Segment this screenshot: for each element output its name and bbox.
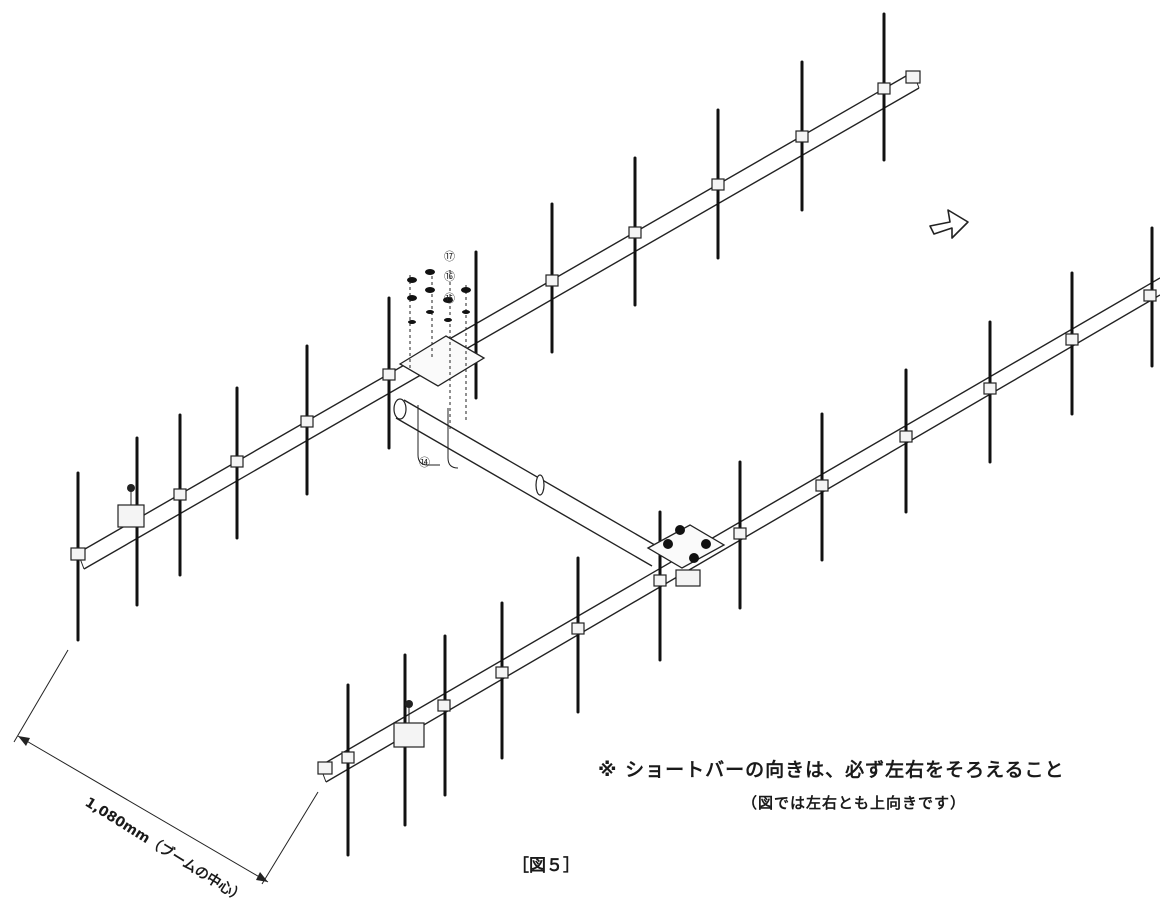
lower-short-bar xyxy=(393,700,425,748)
upper-mount-plate xyxy=(398,270,486,469)
note-main: ※ ショートバーの向きは、必ず左右をそろえること xyxy=(598,759,1065,781)
lower-mount-plate xyxy=(646,524,726,587)
callout-part-15: ⑮ xyxy=(444,292,455,305)
callout-part-16: ⑯ xyxy=(444,270,455,283)
figure-caption: ［図５］ xyxy=(512,856,580,876)
callout-part-17: ⑰ xyxy=(444,250,455,263)
stacking-boom xyxy=(393,398,661,567)
upper-elements xyxy=(76,12,886,642)
upper-clamps xyxy=(70,70,921,561)
direction-arrow xyxy=(929,209,969,239)
upper-boom xyxy=(77,71,920,570)
hardware-stack xyxy=(407,269,471,324)
dimension-line xyxy=(13,649,319,885)
upper-short-bar xyxy=(117,484,145,528)
note-sub: （図では左右とも上向きです） xyxy=(742,794,967,812)
callout-part-14: ⑭ xyxy=(419,456,430,469)
lower-clamps xyxy=(317,289,1157,775)
